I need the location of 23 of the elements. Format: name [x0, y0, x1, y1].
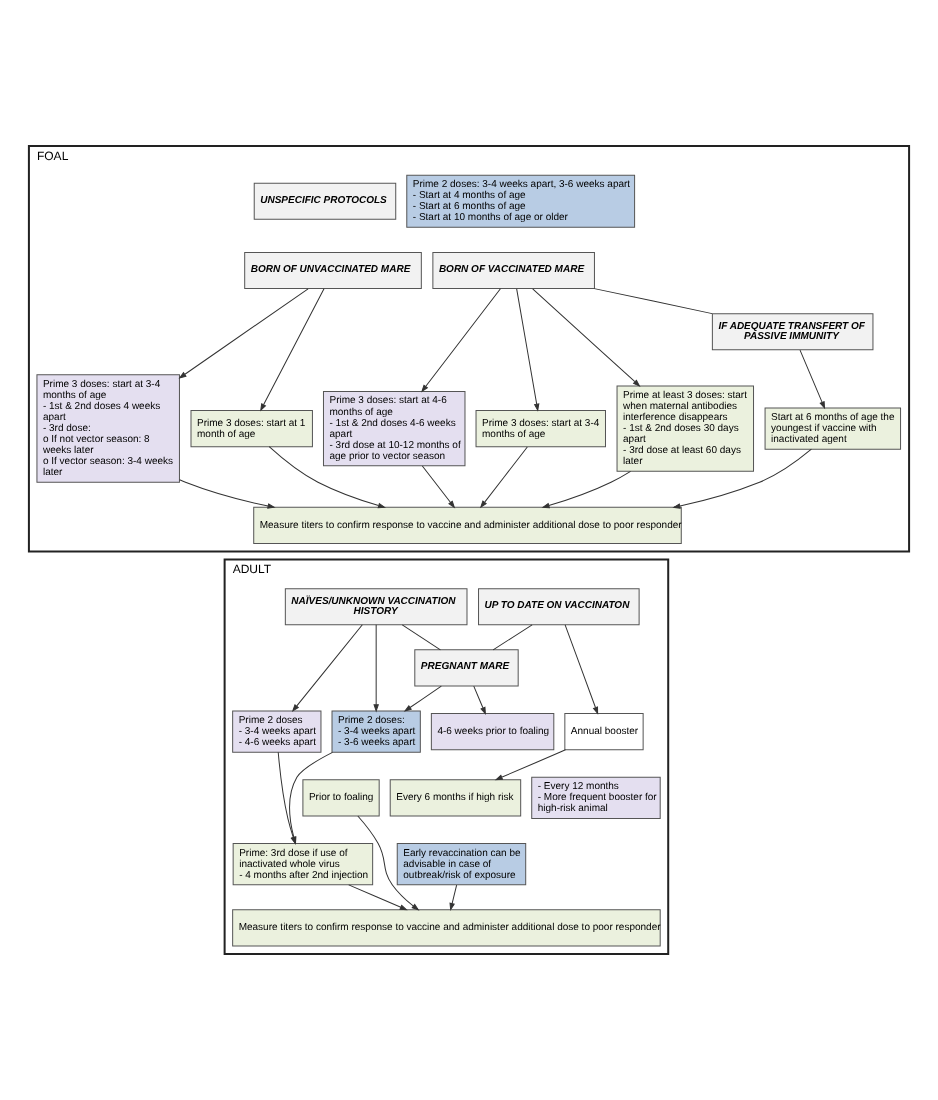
arrow — [373, 624, 379, 712]
arrow — [799, 349, 825, 409]
arrow — [473, 685, 486, 715]
arrow — [357, 815, 419, 911]
arrow — [564, 624, 599, 714]
arrow — [516, 288, 540, 411]
arrow — [292, 624, 363, 712]
arrow — [179, 479, 275, 509]
connector — [492, 624, 533, 651]
arrow — [179, 288, 309, 379]
arrow — [673, 448, 812, 509]
arrow — [348, 884, 407, 911]
arrow — [480, 446, 528, 508]
connector — [593, 288, 713, 315]
connector — [401, 624, 441, 651]
arrow — [404, 685, 442, 712]
arrow — [449, 884, 458, 911]
arrow — [532, 288, 640, 387]
arrow — [260, 288, 325, 411]
arrow — [268, 446, 386, 509]
arrow — [421, 465, 455, 508]
arrow — [421, 288, 501, 392]
arrow — [542, 470, 632, 509]
